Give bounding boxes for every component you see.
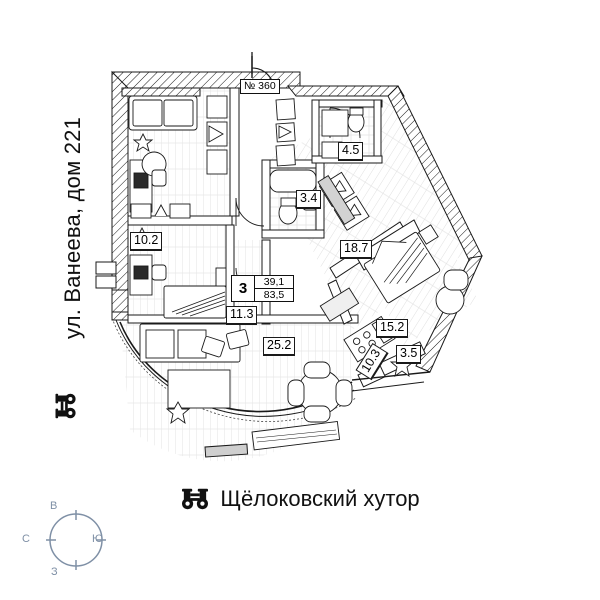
compass-label-east: Ю [92, 533, 104, 545]
room-area-corridor: 18.7 [340, 240, 373, 259]
compass-label-north: В [50, 500, 58, 512]
room-area-dressing: 3.5 [396, 345, 422, 364]
room-area-bedroom-upper: 10.2 [130, 232, 163, 251]
compass-rose [46, 510, 106, 570]
room-area-wc: 4.5 [338, 142, 364, 161]
apartment-info-box: 3 39,1 83,5 [231, 275, 294, 302]
binoculars-icon [182, 488, 209, 510]
apartment-number-tag: № 360 [240, 79, 280, 94]
compass-label-west: С [22, 533, 30, 545]
room-area-bathroom: 3.4 [296, 190, 322, 209]
area-values: 39,1 83,5 [255, 276, 293, 301]
place-label-row: Щёлоковский хутор [0, 486, 600, 512]
room-count: 3 [232, 276, 255, 301]
living-area-value: 39,1 [255, 276, 293, 289]
room-area-hall: 11.3 [226, 306, 258, 325]
street-label: ул. Ванеева, дом 221 [60, 116, 85, 340]
room-area-living-room: 25.2 [263, 337, 296, 356]
total-area-value: 83,5 [263, 289, 285, 301]
compass-label-south: З [51, 566, 58, 578]
room-area-bedroom-right: 15.2 [376, 319, 409, 338]
place-name: Щёлоковский хутор [220, 486, 420, 511]
binoculars-icon [55, 393, 76, 419]
